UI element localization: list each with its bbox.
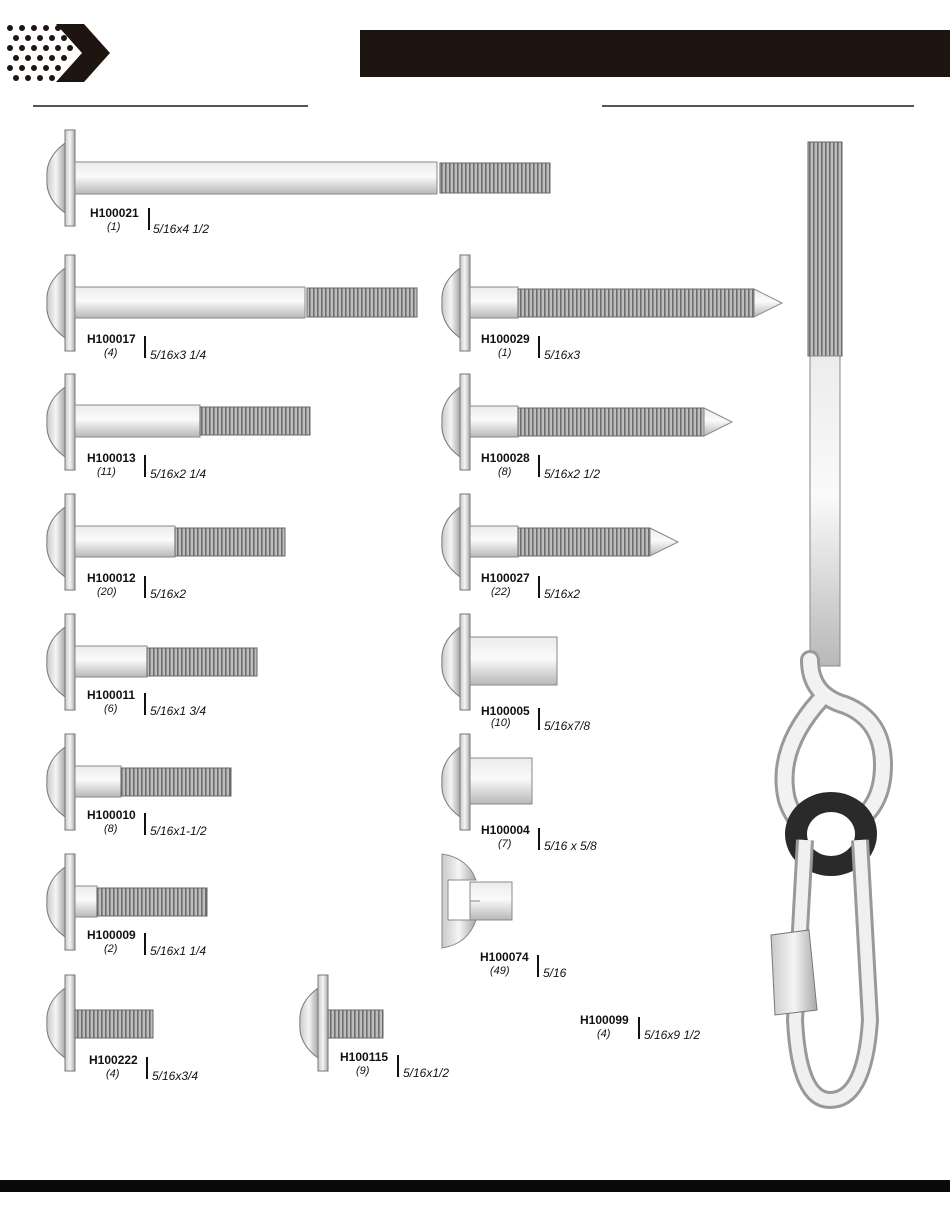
- bolt-h100222-icon: [46, 974, 154, 1072]
- swing-hanger-h100099-icon: [770, 141, 894, 1110]
- part-code: H100011: [87, 688, 136, 702]
- part-code: H100013: [87, 451, 136, 465]
- part-qty: (1): [107, 221, 121, 233]
- part-size: 5/16x1 1/4: [150, 944, 207, 958]
- part-qty: (11): [97, 466, 116, 478]
- chevron-logo-icon: [7, 24, 110, 82]
- size-divider: [538, 455, 540, 477]
- part-qty: (10): [491, 717, 511, 729]
- part-size: 5/16x4 1/2: [153, 222, 210, 236]
- part-qty: (20): [97, 586, 117, 598]
- part-qty: (8): [104, 823, 118, 835]
- part-qty: (1): [498, 347, 512, 359]
- part-qty: (4): [106, 1068, 120, 1080]
- part-qty: (4): [597, 1028, 611, 1040]
- size-divider: [538, 828, 540, 850]
- part-code: H100017: [87, 332, 136, 346]
- size-divider: [146, 1057, 148, 1079]
- size-divider: [144, 813, 146, 835]
- t-nut-h100074-icon: [441, 853, 513, 949]
- part-code: H100222: [89, 1053, 138, 1067]
- part-code: H100010: [87, 808, 136, 822]
- size-divider: [538, 708, 540, 730]
- part-code: H100099: [580, 1013, 629, 1027]
- part-code: H100115: [340, 1050, 389, 1064]
- part-code: H100005: [481, 704, 530, 718]
- part-qty: (6): [104, 703, 118, 715]
- bolt-h100009-icon: [46, 853, 208, 951]
- part-code: H100004: [481, 823, 530, 837]
- barrel-nut-h100004-icon: [441, 733, 533, 831]
- left-divider: [33, 105, 308, 107]
- part-size: 5/16 x 5/8: [544, 839, 597, 853]
- part-qty: (22): [491, 586, 511, 598]
- part-size: 5/16x3: [544, 348, 581, 362]
- part-size: 5/16x7/8: [544, 719, 591, 733]
- part-size: 5/16x2: [544, 587, 581, 601]
- part-qty: (2): [104, 943, 118, 955]
- part-qty: (7): [498, 838, 512, 850]
- part-size: 5/16x1 3/4: [150, 704, 207, 718]
- lag-screw-h100029-icon: [441, 254, 784, 352]
- bolt-h100013-icon: [46, 373, 311, 471]
- size-divider: [144, 455, 146, 477]
- barrel-nut-h100005-icon: [441, 613, 558, 711]
- part-size: 5/16x1-1/2: [150, 824, 207, 838]
- part-size: 5/16x2: [150, 587, 187, 601]
- right-divider: [602, 105, 914, 107]
- lag-screw-h100028-icon: [441, 373, 734, 471]
- size-divider: [638, 1017, 640, 1039]
- size-divider: [397, 1055, 399, 1077]
- header-bar: [360, 30, 950, 77]
- part-code: H100074: [480, 950, 529, 964]
- part-code: H100021: [90, 206, 139, 220]
- bolt-h100021-icon: [46, 129, 551, 227]
- footer-bar: [0, 1180, 950, 1192]
- size-divider: [144, 693, 146, 715]
- size-divider: [538, 576, 540, 598]
- bolt-h100115-icon: [299, 974, 384, 1072]
- bolt-h100017-icon: [46, 254, 418, 352]
- part-size: 5/16x3 1/4: [150, 348, 207, 362]
- size-divider: [144, 336, 146, 358]
- lag-screw-h100027-icon: [441, 493, 680, 591]
- part-qty: (49): [490, 965, 510, 977]
- size-divider: [537, 955, 539, 977]
- part-qty: (8): [498, 466, 512, 478]
- part-code: H100029: [481, 332, 530, 346]
- part-size: 5/16x9 1/2: [644, 1028, 701, 1042]
- bolt-h100012-icon: [46, 493, 286, 591]
- size-divider: [148, 208, 150, 230]
- part-code: H100012: [87, 571, 136, 585]
- part-size: 5/16x3/4: [152, 1069, 199, 1083]
- part-qty: (9): [356, 1065, 370, 1077]
- part-size: 5/16x2 1/2: [544, 467, 601, 481]
- part-qty: (4): [104, 347, 118, 359]
- bolt-h100010-icon: [46, 733, 232, 831]
- bolt-h100011-icon: [46, 613, 258, 711]
- part-size: 5/16x1/2: [403, 1066, 450, 1080]
- part-code: H100027: [481, 571, 530, 585]
- size-divider: [538, 336, 540, 358]
- part-size: 5/16: [543, 966, 567, 980]
- part-code: H100028: [481, 451, 530, 465]
- part-code: H100009: [87, 928, 136, 942]
- size-divider: [144, 933, 146, 955]
- part-size: 5/16x2 1/4: [150, 467, 207, 481]
- size-divider: [144, 576, 146, 598]
